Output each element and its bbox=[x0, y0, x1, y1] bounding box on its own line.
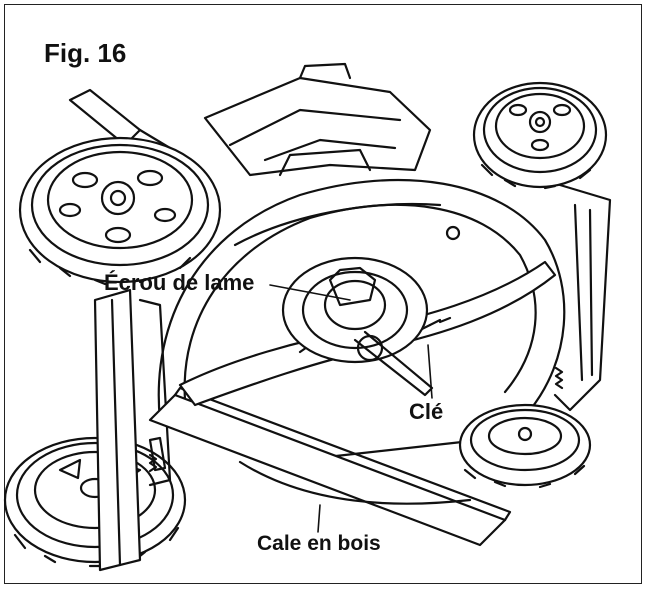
wheel-top-right bbox=[472, 81, 608, 190]
wrench bbox=[353, 318, 442, 397]
callout-leaders bbox=[269, 284, 433, 533]
blade-hub bbox=[281, 256, 429, 364]
wood-block-label: Cale en bois bbox=[257, 532, 381, 555]
height-springs bbox=[148, 366, 564, 473]
wrench-label: Clé bbox=[409, 399, 444, 424]
figure-label: Fig. 16 bbox=[44, 38, 127, 68]
wheel-bottom-right bbox=[458, 403, 592, 489]
rear-grass-chute bbox=[203, 62, 432, 177]
left-side-rail bbox=[93, 288, 172, 572]
blade-nut-label: Écrou de lame bbox=[104, 270, 255, 295]
wood-block bbox=[148, 386, 512, 547]
right-side-rail bbox=[553, 183, 612, 412]
blade-nut-leader bbox=[269, 284, 351, 301]
wheel-bottom-left bbox=[3, 436, 187, 568]
wheel-top-left bbox=[18, 136, 222, 286]
wrench-leader bbox=[427, 344, 433, 399]
wood-block-leader bbox=[317, 504, 321, 533]
